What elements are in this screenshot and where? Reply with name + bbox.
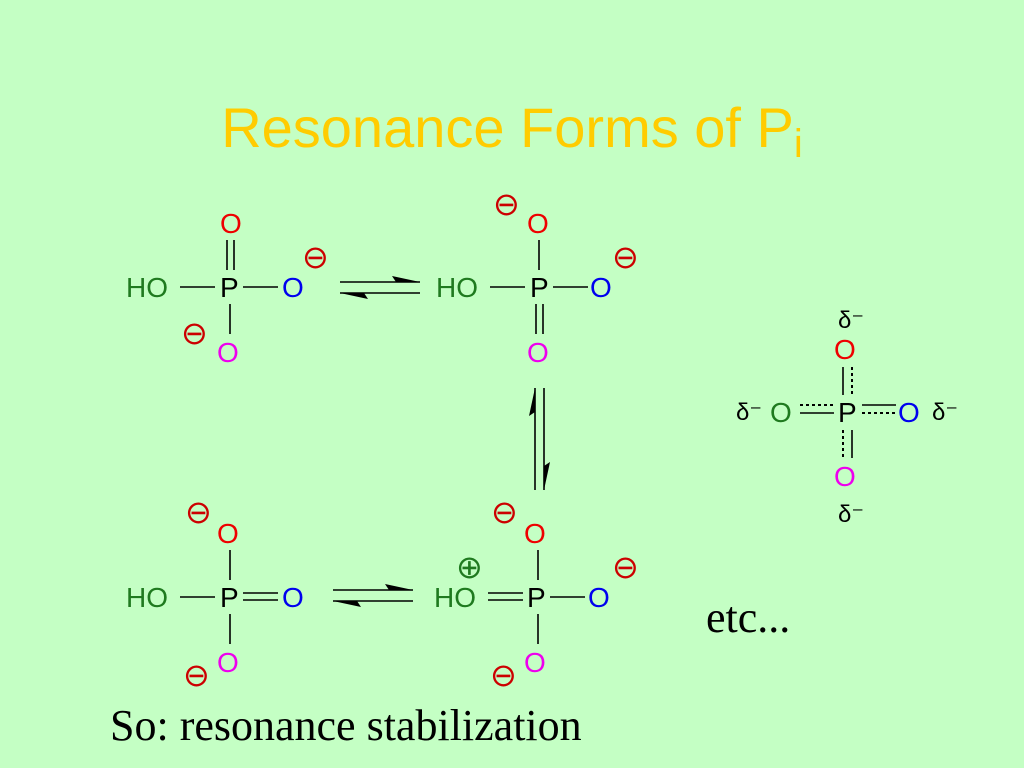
forward-arrow-head bbox=[392, 276, 420, 282]
oxygen-atom-top: O bbox=[217, 518, 239, 549]
title-text: Resonance Forms of P bbox=[221, 96, 794, 159]
negative-charge-right: ⊖ bbox=[612, 239, 639, 275]
phosphorus-atom: P bbox=[220, 272, 239, 303]
oxygen-atom-bottom: O bbox=[217, 647, 239, 678]
equilibrium-arrow-vertical bbox=[529, 388, 550, 490]
etc-label: etc... bbox=[706, 593, 791, 642]
down-arrow-head bbox=[544, 462, 550, 490]
reverse-arrow-head bbox=[333, 601, 361, 607]
oxygen-atom-top: O bbox=[527, 208, 549, 239]
slide-title: Resonance Forms of Pi bbox=[0, 100, 1024, 166]
partial-charge-right: δ⁻ bbox=[932, 399, 958, 426]
resonance-structure-1: HO P O ⊖ O O ⊖ bbox=[126, 208, 329, 368]
phosphorus-atom: P bbox=[527, 582, 546, 613]
phosphorus-atom: P bbox=[530, 272, 549, 303]
reverse-arrow-head bbox=[340, 293, 368, 299]
partial-charge-left: δ⁻ bbox=[736, 399, 762, 426]
oxygen-atom-right: O bbox=[282, 582, 304, 613]
oxygen-atom-bottom: O bbox=[834, 461, 856, 492]
oxygen-atom-top: O bbox=[220, 208, 242, 239]
partial-charge-top: δ⁻ bbox=[838, 307, 864, 334]
hydroxyl-group: HO bbox=[126, 582, 168, 613]
resonance-structure-2: HO P O ⊖ O ⊖ O bbox=[436, 186, 639, 368]
conclusion-text: So: resonance stabilization bbox=[110, 701, 582, 750]
hydroxyl-group: HO bbox=[126, 272, 168, 303]
oxygen-atom-top: O bbox=[834, 334, 856, 365]
resonance-hybrid: δ⁻ O δ⁻ O P O δ⁻ O δ⁻ bbox=[736, 307, 958, 528]
negative-charge-top: ⊖ bbox=[493, 186, 520, 222]
negative-charge-bottom: ⊖ bbox=[490, 657, 517, 693]
equilibrium-arrow-top bbox=[340, 276, 420, 299]
phosphorus-atom: P bbox=[220, 582, 239, 613]
oxygen-atom-left: O bbox=[770, 397, 792, 428]
oxygen-atom-right: O bbox=[282, 272, 304, 303]
oxygen-atom-bottom: O bbox=[217, 337, 239, 368]
negative-charge-top: ⊖ bbox=[491, 494, 518, 530]
title-subscript: i bbox=[793, 122, 803, 166]
negative-charge-bottom: ⊖ bbox=[181, 315, 208, 351]
negative-charge-right: ⊖ bbox=[612, 549, 639, 585]
oxygen-atom-right: O bbox=[898, 397, 920, 428]
hydroxyl-group: HO bbox=[436, 272, 478, 303]
resonance-structure-4: HO ⊕ P O ⊖ O ⊖ O ⊖ bbox=[434, 494, 639, 693]
forward-arrow-head bbox=[385, 584, 413, 590]
oxygen-atom-right: O bbox=[588, 582, 610, 613]
resonance-structure-3: HO P O O ⊖ O ⊖ bbox=[126, 494, 304, 693]
negative-charge-top: ⊖ bbox=[185, 494, 212, 530]
negative-charge-right: ⊖ bbox=[302, 239, 329, 275]
up-arrow-head bbox=[529, 388, 535, 416]
oxygen-atom-right: O bbox=[590, 272, 612, 303]
negative-charge-bottom: ⊖ bbox=[183, 657, 210, 693]
oxygen-atom-bottom: O bbox=[527, 337, 549, 368]
oxygen-atom-bottom: O bbox=[524, 647, 546, 678]
equilibrium-arrow-bottom bbox=[333, 584, 413, 607]
oxygen-atom-top: O bbox=[524, 518, 546, 549]
phosphorus-atom: P bbox=[838, 397, 857, 428]
positive-charge: ⊕ bbox=[456, 549, 483, 585]
hydroxyl-group: HO bbox=[434, 582, 476, 613]
partial-charge-bottom: δ⁻ bbox=[838, 501, 864, 528]
